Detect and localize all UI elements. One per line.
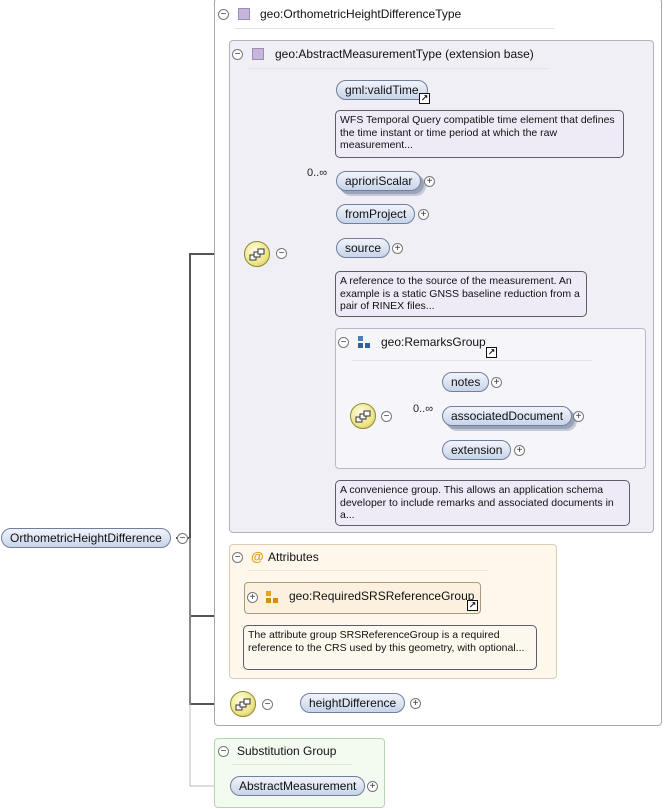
element-fromproject[interactable]: fromProject: [336, 204, 416, 224]
attribute-group-icon: [266, 591, 280, 605]
element-abstractmeasurement[interactable]: AbstractMeasurement: [230, 776, 366, 796]
extension-base-title: geo:AbstractMeasurementType (extension b…: [275, 47, 534, 61]
aprioriscalar-expand-toggle[interactable]: +: [424, 176, 435, 187]
extension-base-header-divider: [248, 68, 548, 69]
remarks-group-link-icon[interactable]: ↗: [486, 347, 497, 358]
associateddocument-cardinality: 0..∞: [413, 403, 434, 415]
reference-link-icon[interactable]: ↗: [419, 93, 430, 104]
abstractmeasurement-expand-toggle[interactable]: +: [367, 781, 378, 792]
group-icon: [358, 336, 372, 350]
root-element-collapse-toggle[interactable]: −: [177, 533, 188, 544]
validtime-documentation: WFS Temporal Query compatible time eleme…: [335, 110, 624, 158]
element-notes[interactable]: notes: [442, 372, 490, 392]
type-panel-title: geo:OrthometricHeightDifferenceType: [260, 7, 462, 21]
extension-expand-toggle[interactable]: +: [514, 445, 525, 456]
element-heightdifference[interactable]: heightDifference: [300, 693, 406, 713]
heightdifference-sequence-icon[interactable]: [230, 691, 256, 717]
element-aprioriscalar[interactable]: aprioriScalar: [336, 171, 422, 191]
extension-base-collapse-toggle[interactable]: −: [232, 49, 243, 60]
attributes-collapse-toggle[interactable]: −: [232, 552, 243, 563]
element-extension[interactable]: extension: [442, 440, 512, 460]
element-source[interactable]: source: [336, 238, 391, 258]
attribute-group-name: geo:RequiredSRSReferenceGroup: [289, 589, 475, 603]
heightdifference-expand-toggle[interactable]: +: [410, 698, 421, 709]
remarks-group-title: geo:RemarksGroup: [381, 335, 486, 349]
attributes-header-divider: [248, 570, 488, 571]
attributes-documentation: The attribute group SRSReferenceGroup is…: [243, 625, 537, 670]
remarks-group-documentation: A convenience group. This allows an appl…: [335, 480, 630, 526]
notes-expand-toggle[interactable]: +: [491, 377, 502, 388]
heightdifference-sequence-collapse-toggle[interactable]: −: [262, 699, 273, 710]
source-expand-toggle[interactable]: +: [392, 243, 403, 254]
attributes-at-icon: @: [251, 549, 264, 564]
aprioriscalar-cardinality: 0..∞: [307, 167, 328, 179]
type-panel-header-divider: [234, 28, 554, 29]
substitution-group-title: Substitution Group: [237, 744, 337, 758]
element-associateddocument[interactable]: associatedDocument: [442, 406, 573, 426]
sequence-collapse-toggle[interactable]: −: [276, 248, 287, 259]
type-panel-collapse-toggle[interactable]: −: [218, 9, 229, 20]
root-element[interactable]: OrthometricHeightDifference: [1, 528, 171, 548]
fromproject-expand-toggle[interactable]: +: [418, 209, 429, 220]
remarks-group-header-divider: [352, 360, 592, 361]
extension-base-type-icon: [252, 48, 264, 60]
element-validtime[interactable]: gml:validTime: [336, 80, 428, 100]
attribute-group-expand-toggle[interactable]: +: [247, 592, 258, 603]
substitution-group-collapse-toggle[interactable]: −: [218, 746, 229, 757]
attribute-group-box[interactable]: [244, 582, 481, 614]
sequence-compositor-icon[interactable]: [244, 241, 270, 267]
associateddocument-expand-toggle[interactable]: +: [573, 411, 584, 422]
remarks-group-collapse-toggle[interactable]: −: [338, 337, 349, 348]
attribute-group-link-icon[interactable]: ↗: [467, 600, 478, 611]
complex-type-icon: [238, 8, 250, 20]
substitution-group-panel: [214, 738, 385, 808]
remarks-sequence-compositor-icon[interactable]: [350, 403, 376, 429]
remarks-sequence-collapse-toggle[interactable]: −: [381, 411, 392, 422]
source-documentation: A reference to the source of the measure…: [335, 271, 587, 317]
substitution-header-divider: [232, 764, 352, 765]
attributes-title: Attributes: [268, 550, 319, 564]
